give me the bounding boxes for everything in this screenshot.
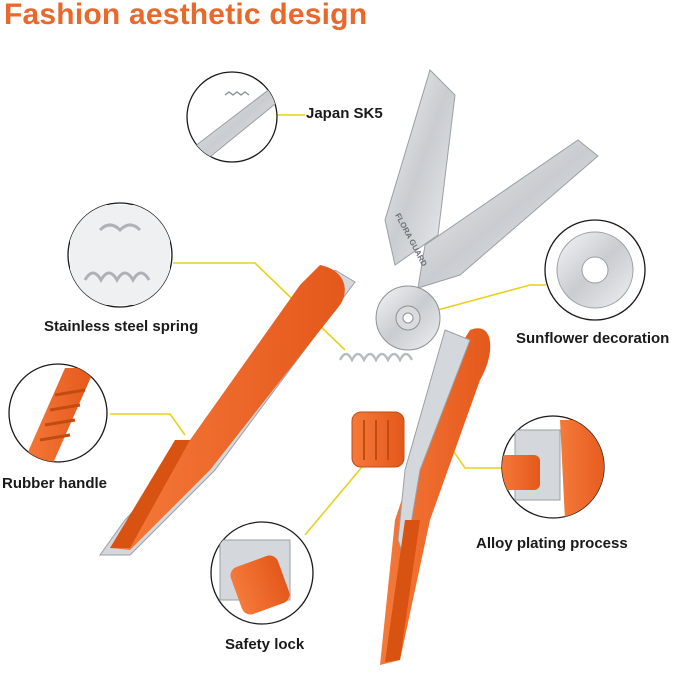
pointer-sunflower (407, 284, 546, 319)
blades: FLORA GUARD (384, 69, 599, 289)
detail-circle-blade (186, 71, 278, 163)
spring (338, 352, 414, 363)
detail-circle-rubber (8, 363, 108, 463)
pivot (375, 285, 441, 351)
detail-circle-sunflower (544, 219, 646, 321)
callout-japan-sk5: Japan SK5 (306, 105, 383, 122)
right-handle (380, 328, 491, 665)
detail-circle-safety-lock (210, 521, 314, 625)
callout-rubber-handle: Rubber handle (2, 475, 108, 492)
pointer-rubber-handle (110, 413, 186, 436)
callout-stainless-spring: Stainless steel spring (44, 318, 199, 335)
callout-alloy-plating: Alloy plating process (476, 535, 628, 552)
detail-circle-alloy (501, 415, 605, 519)
pointer-safety-lock (304, 454, 373, 536)
callout-sunflower: Sunflower decoration (516, 330, 670, 347)
safety-lock (351, 411, 405, 468)
left-handle (99, 265, 356, 556)
callout-safety-lock: Safety lock (225, 636, 305, 653)
page-title: Fashion aesthetic design (4, 0, 368, 31)
detail-circle-spring (67, 202, 173, 308)
